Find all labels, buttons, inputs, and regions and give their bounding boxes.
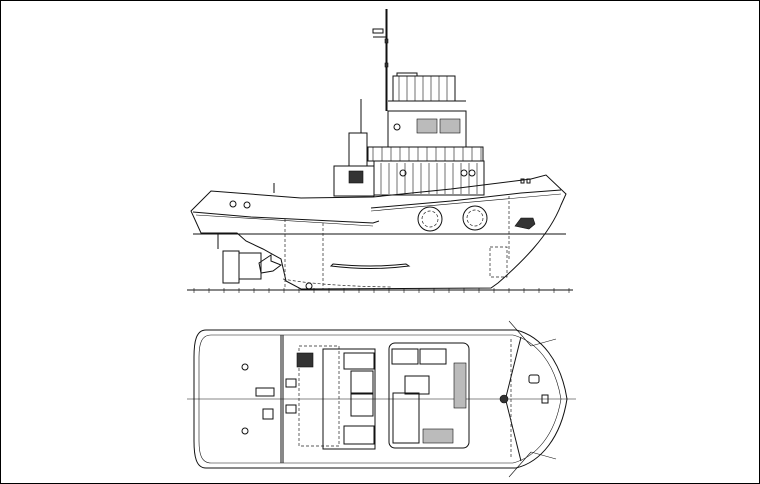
bow-strut — [505, 400, 522, 462]
fairlead — [541, 394, 549, 404]
shaft-line — [282, 278, 392, 288]
tyre-fender — [462, 205, 488, 231]
bollard — [241, 363, 249, 371]
hatch-area — [298, 345, 340, 447]
bow-fitting — [528, 374, 540, 384]
bow-bitt — [526, 178, 531, 184]
vent — [285, 378, 297, 388]
stairway — [404, 375, 430, 395]
lifebuoy — [393, 123, 401, 131]
funnel — [348, 132, 368, 167]
tank — [489, 246, 508, 278]
hull-outline — [190, 174, 567, 290]
cabin — [391, 348, 419, 365]
propeller-nozzle — [222, 250, 240, 284]
keel-block — [305, 282, 313, 290]
bollard — [241, 427, 249, 435]
porthole — [468, 169, 476, 177]
mast-light — [384, 38, 389, 44]
vent — [285, 404, 297, 414]
wheelhouse-window — [439, 118, 461, 134]
radar-antenna — [372, 28, 384, 34]
accommodation — [388, 342, 470, 449]
cabin — [419, 348, 447, 365]
cabin — [350, 393, 374, 417]
mooring-line — [508, 451, 532, 478]
bow-bitt — [520, 178, 525, 184]
bow-winch — [499, 394, 509, 404]
rudder — [238, 252, 262, 280]
stern-fender — [192, 211, 380, 224]
deckhouse-panels — [380, 163, 478, 194]
wheelhouse — [387, 110, 467, 148]
plan-view — [187, 320, 576, 478]
cabin — [343, 352, 375, 370]
deckhouse-window — [348, 170, 364, 184]
bow-fender — [370, 189, 562, 209]
tyre-fender-inner — [466, 209, 484, 227]
deck-outline — [193, 329, 568, 469]
mooring-line — [530, 338, 557, 347]
bollard — [229, 200, 237, 208]
anchor-pocket — [514, 217, 536, 230]
cabin — [343, 425, 375, 445]
railing-posts-top — [398, 76, 448, 101]
radar-scanner — [396, 72, 418, 77]
galley-hatched — [453, 362, 467, 409]
top-deck-rail — [392, 75, 456, 102]
mess-hatched — [422, 428, 454, 444]
bow-fender-lower — [370, 193, 562, 212]
stairs-galley — [392, 392, 420, 444]
cabin — [350, 370, 374, 394]
bulwark-inner — [198, 334, 562, 464]
tyre-fender-inner — [421, 210, 439, 228]
bow-strut — [505, 336, 522, 398]
porthole — [460, 169, 468, 177]
railing-posts — [372, 147, 482, 161]
tyre-fender — [417, 206, 443, 232]
double-bitt — [255, 387, 275, 397]
engine-casing — [322, 348, 376, 450]
mast-light — [384, 62, 389, 68]
stern-fender-lower — [195, 214, 374, 227]
mooring-line — [530, 451, 557, 460]
hatch — [262, 408, 274, 420]
boat-deck-rail — [367, 146, 484, 162]
bollard — [243, 201, 251, 209]
winch — [296, 352, 314, 368]
bilge-keel — [329, 263, 411, 269]
skeg — [258, 254, 283, 274]
mooring-line — [508, 320, 532, 347]
porthole — [399, 169, 407, 177]
wheelhouse-window — [416, 118, 438, 134]
profile-view — [187, 9, 573, 293]
